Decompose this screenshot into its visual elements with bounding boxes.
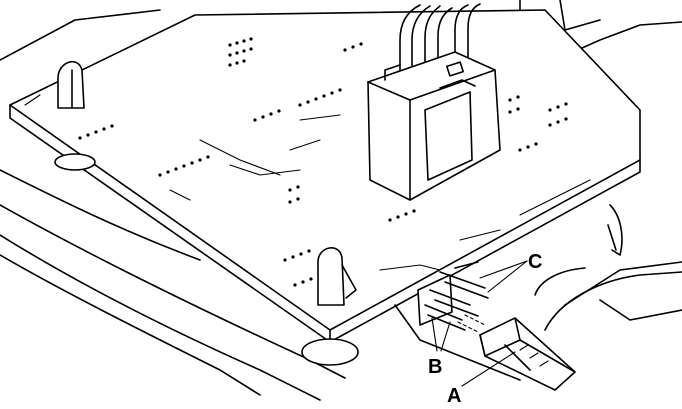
jumper-plug (457, 314, 576, 391)
jumper-header-pins (417, 261, 489, 331)
callout-label-b: B (428, 356, 442, 378)
callout-label-a: A (447, 385, 461, 407)
mounting-standoff-left (54, 60, 96, 171)
solder-pads (78, 37, 568, 287)
callout-leaders (431, 260, 528, 387)
wire-harness-connector (367, 3, 501, 201)
callout-label-c: C (528, 251, 542, 273)
mounting-standoff-right (301, 247, 359, 366)
